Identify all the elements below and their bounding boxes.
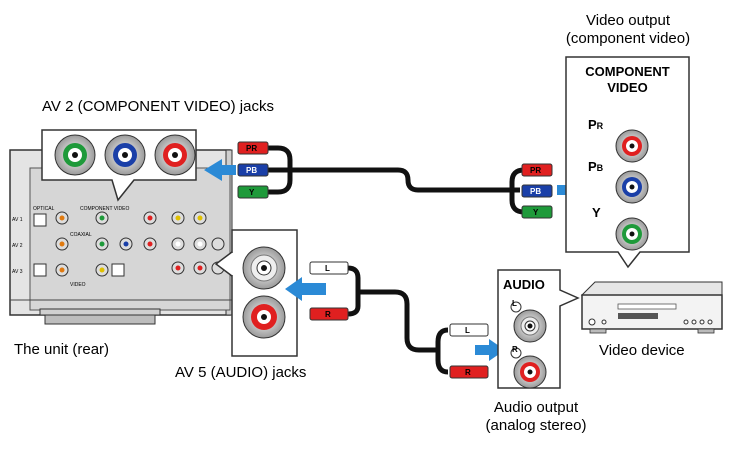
svg-text:L: L [325,264,330,273]
unit-small-jacks [33,211,225,277]
component-video-panel [565,56,690,269]
pr-label: PR [588,117,604,132]
av2-jacks-label: AV 2 (COMPONENT VIDEO) jacks [42,98,274,115]
plug-y-unit: Y [237,185,269,199]
av5-audio-callout [214,229,298,357]
unit-rear-label: The unit (rear) [14,341,110,358]
plug-pr-device: PR [521,163,553,177]
video-device [580,281,723,334]
device-jack-audio-r [513,355,547,389]
svg-text:Y: Y [249,188,255,197]
device-jack-audio-l [513,309,547,343]
svg-text:PB: PB [530,187,541,196]
svg-text:L: L [465,326,470,335]
audio-title: AUDIO [503,277,545,292]
device-jack-pb [615,170,649,204]
video-device-label: Video device [599,342,685,359]
unit-av3-text: AV 3 [12,269,23,275]
y-label: Y [592,205,601,220]
plug-pb-unit: PB [237,163,269,177]
unit-av2-text: AV 2 [12,243,23,249]
callout-jack-green [54,134,96,176]
audio-l-letter: L [512,299,517,308]
svg-text:R: R [465,368,471,377]
unit-av1-text: AV 1 [12,217,23,223]
arrow-to-av2 [204,159,236,181]
unit-optical-text: OPTICAL [33,206,55,212]
plug-l-device: L [449,323,489,337]
audio-r-marker [510,347,522,359]
av5-jacks-label: AV 5 (AUDIO) jacks [175,364,307,381]
unit-component-text: COMPONENT VIDEO [80,206,129,212]
device-jack-y [615,217,649,251]
svg-text:Y: Y [533,208,539,217]
unit-coaxial-text: COAXIAL [70,232,92,238]
component-video-title: COMPONENT VIDEO [585,64,670,95]
callout-jack-red [154,134,196,176]
arrow-from-audio [475,339,505,361]
arrow-to-av5 [285,277,326,301]
pb-label: PB [588,159,604,174]
callout-jack-blue [104,134,146,176]
audio-output-label: Audio output (analog stereo) [485,399,587,434]
component-cable [268,145,525,215]
svg-text:PR: PR [530,166,541,175]
plug-r-device: R [449,365,489,379]
audio-cable [347,265,449,375]
unit-video-text: VIDEO [70,282,86,288]
svg-text:PB: PB [246,166,257,175]
audio-output-panel [497,269,580,389]
callout-jack-red-audio [242,295,286,339]
video-output-label: Video output (component video) [565,12,691,47]
plug-pb-device: PB [521,184,553,198]
plug-r-unit: R [309,307,349,321]
av2-component-callout [41,129,197,202]
plug-y-device: Y [521,205,553,219]
plug-l-unit: L [309,261,349,275]
audio-l-marker [510,301,522,313]
device-jack-pr [615,129,649,163]
audio-r-letter: R [512,345,518,354]
callout-jack-white [242,246,286,290]
svg-text:PR: PR [246,144,257,153]
svg-text:R: R [325,310,331,319]
plug-pr-unit: PR [237,141,269,155]
